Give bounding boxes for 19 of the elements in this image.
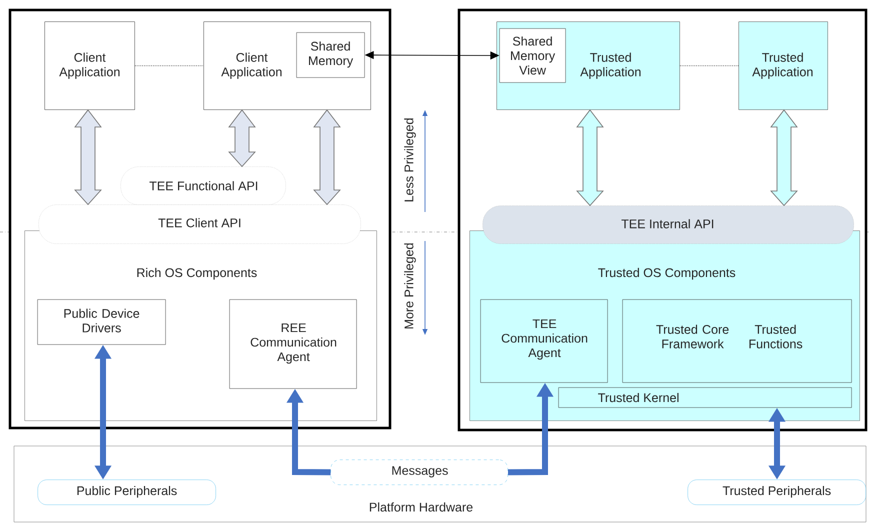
peripheral-pill: Trusted Peripherals: [688, 480, 866, 505]
message-pill: Messages: [330, 460, 508, 485]
component-box: Public Device Drivers: [37, 299, 166, 345]
api-pill: TEE Internal API: [482, 206, 854, 244]
component-box: Trusted Kernel: [558, 387, 852, 408]
api-pill: TEE Client API: [38, 204, 361, 244]
privilege-label: More Privileged: [404, 243, 416, 328]
memory-box: Shared Memory View: [499, 28, 566, 83]
component-box: TEE Communication Agent: [480, 299, 608, 383]
privilege-label: Less Privileged: [404, 118, 416, 202]
api-pill: TEE Functional API: [120, 166, 286, 205]
application-box: Trusted Application: [738, 22, 828, 110]
component-box: REE Communication Agent: [229, 299, 357, 389]
component-box: Trusted Core Framework Trusted Functions: [622, 299, 852, 383]
memory-box: Shared Memory: [296, 32, 365, 78]
dotted-line: [134, 65, 204, 66]
application-box: Client Application: [44, 22, 135, 110]
dotted-line: [680, 65, 739, 66]
peripheral-pill: Public Peripherals: [38, 480, 216, 505]
